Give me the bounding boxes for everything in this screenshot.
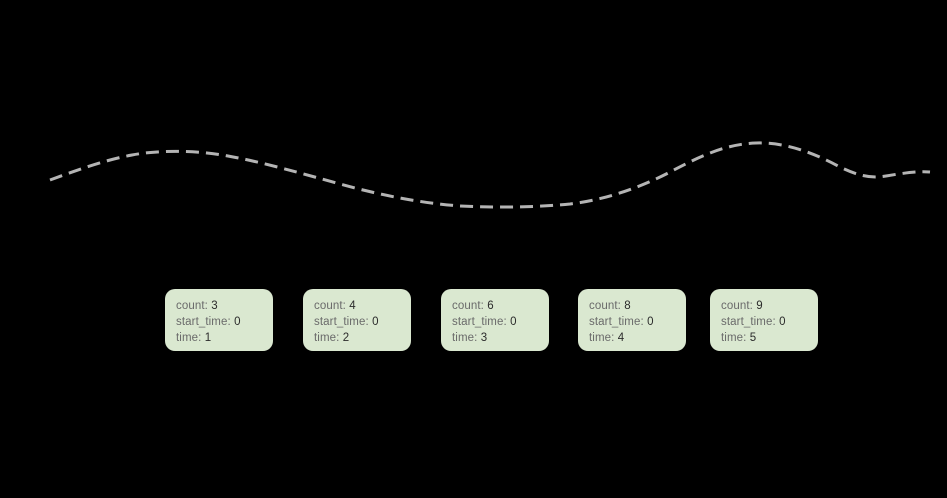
node-field-value: 8 — [624, 300, 631, 312]
node-field-label: count: — [176, 300, 212, 312]
node-field-label: start_time: — [452, 316, 511, 328]
node-field-value: 4 — [617, 332, 625, 344]
node-field-value: 4 — [349, 300, 356, 312]
node-field-value: 3 — [480, 332, 488, 344]
node-field-label: time: — [589, 332, 618, 344]
node-field-value: 0 — [372, 316, 379, 328]
node-field-label: start_time: — [721, 316, 780, 328]
node-field-value: 9 — [756, 300, 763, 312]
node-field: time: 5 — [721, 330, 818, 346]
node-field: time: 2 — [314, 330, 411, 346]
node-field-value: 0 — [510, 316, 517, 328]
node-field-value: 6 — [487, 300, 494, 312]
node-field-label: count: — [589, 300, 625, 312]
node-field-label: count: — [721, 300, 757, 312]
node-field: count: 6 — [452, 298, 549, 314]
node-field-label: time: — [452, 332, 481, 344]
node-field-value: 0 — [234, 316, 241, 328]
node-field: time: 1 — [176, 330, 273, 346]
node-field: time: 4 — [589, 330, 686, 346]
node-field: count: 8 — [589, 298, 686, 314]
node-field-value: 2 — [342, 332, 350, 344]
node-field-value: 0 — [779, 316, 786, 328]
node-field: start_time: 0 — [589, 314, 686, 330]
node-field-label: start_time: — [176, 316, 235, 328]
node-field-label: count: — [452, 300, 488, 312]
node-field: start_time: 0 — [721, 314, 818, 330]
node-field: start_time: 0 — [452, 314, 549, 330]
node-field-label: time: — [721, 332, 750, 344]
node-field-label: start_time: — [314, 316, 373, 328]
node-field: start_time: 0 — [314, 314, 411, 330]
node-field: time: 3 — [452, 330, 549, 346]
node-field-value: 3 — [211, 300, 218, 312]
node-field: start_time: 0 — [176, 314, 273, 330]
node-field-label: start_time: — [589, 316, 648, 328]
node-field: count: 9 — [721, 298, 818, 314]
node-field: count: 3 — [176, 298, 273, 314]
node-field: count: 4 — [314, 298, 411, 314]
node-field-value: 5 — [749, 332, 757, 344]
node-field-label: time: — [314, 332, 343, 344]
node-field-value: 1 — [204, 332, 212, 344]
node-field-value: 0 — [647, 316, 654, 328]
node-field-label: count: — [314, 300, 350, 312]
node-field-label: time: — [176, 332, 205, 344]
